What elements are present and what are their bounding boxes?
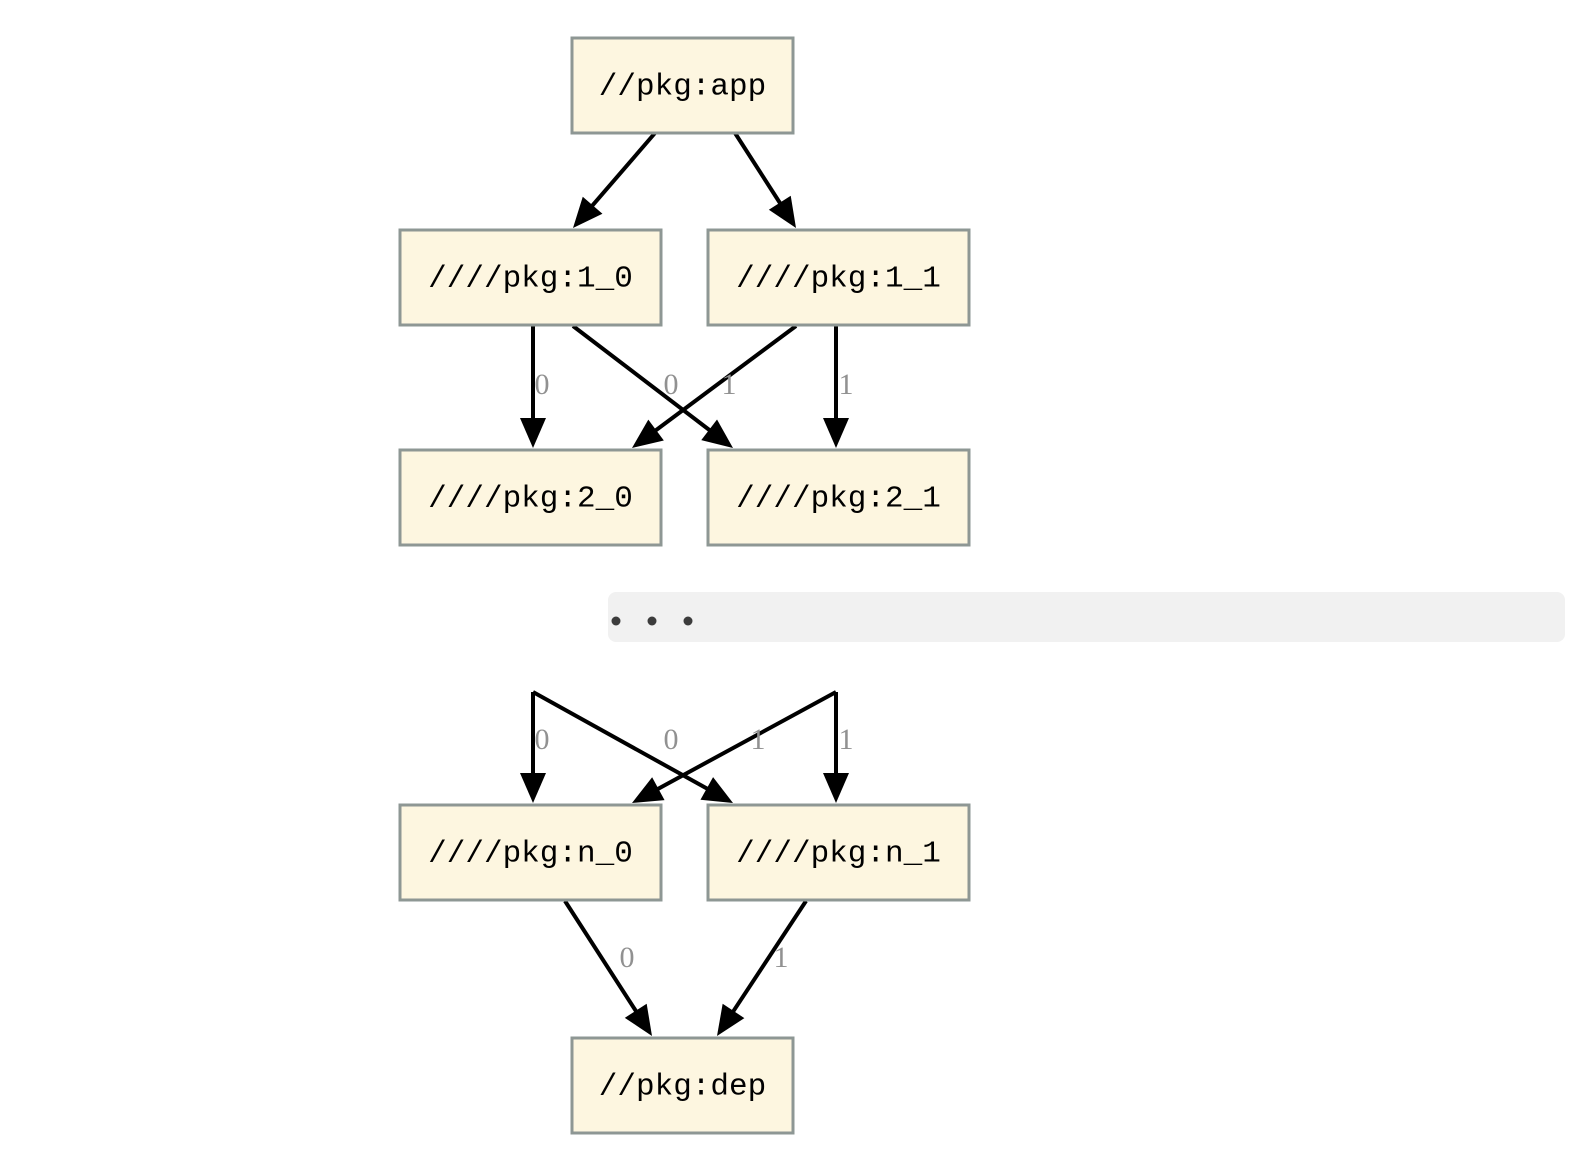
node-label: //pkg:dep	[599, 1070, 766, 1105]
node-box[interactable]	[706, 448, 971, 547]
edge-label: 0	[664, 368, 679, 401]
graph-node-n1_0[interactable]: ////pkg:1_0	[398, 228, 663, 327]
node-box[interactable]	[706, 803, 971, 902]
edges-layer: 0 0 1 1 0 0 1 1 0 1	[520, 131, 854, 1036]
graph-node-app[interactable]: //pkg:app	[570, 36, 795, 135]
edge-arrowhead-icon	[768, 195, 796, 228]
edge-label: 1	[722, 368, 737, 401]
edge-line	[653, 690, 837, 793]
graph-node-dep[interactable]: //pkg:dep	[570, 1036, 795, 1135]
node-box[interactable]	[398, 803, 663, 902]
graph-edge: 0	[520, 692, 550, 803]
node-label: ////pkg:2_0	[428, 482, 633, 517]
node-box[interactable]	[398, 228, 663, 327]
edge-label: 0	[535, 368, 550, 401]
graph-edge: 0	[563, 899, 652, 1036]
edge-line	[571, 324, 714, 434]
node-box[interactable]	[570, 1036, 795, 1135]
edge-label: 0	[535, 723, 550, 756]
edge-arrowhead-icon	[632, 777, 665, 803]
node-label: //pkg:app	[599, 70, 766, 105]
edge-arrowhead-icon	[823, 773, 849, 803]
edge-label: 0	[664, 723, 679, 756]
nodes-layer: //pkg:app ////pkg:1_0 ////pkg:1_1 ////pkg:2…	[398, 36, 971, 1135]
node-box[interactable]	[570, 36, 795, 135]
edge-arrowhead-icon	[717, 1003, 745, 1036]
edge-label: 1	[839, 368, 854, 401]
node-label: ////pkg:2_1	[736, 482, 941, 517]
graph-node-n2_1[interactable]: ////pkg:2_1	[706, 448, 971, 547]
graph-edge	[573, 131, 657, 228]
node-box[interactable]	[398, 448, 663, 547]
edge-label: 1	[774, 941, 789, 974]
graph-edge: 1	[823, 326, 854, 448]
ellipsis-band-group	[608, 592, 1565, 642]
graph-edge: 1	[717, 899, 808, 1036]
ellipsis-dot-icon	[683, 616, 693, 626]
edge-arrowhead-icon	[632, 419, 664, 448]
graph-edge: 0	[532, 690, 733, 803]
edge-arrowhead-icon	[520, 418, 546, 448]
graph-node-nn_0[interactable]: ////pkg:n_0	[398, 803, 663, 902]
node-label: ////pkg:1_1	[736, 262, 941, 297]
graph-edge	[733, 131, 796, 228]
edge-arrowhead-icon	[573, 196, 603, 228]
graph-node-n1_1[interactable]: ////pkg:1_1	[706, 228, 971, 327]
node-box[interactable]	[706, 228, 971, 327]
edge-line	[532, 690, 712, 793]
graph-node-n2_0[interactable]: ////pkg:2_0	[398, 448, 663, 547]
graph-edge: 1	[632, 690, 837, 803]
ellipsis-dot-icon	[611, 616, 621, 626]
edge-line	[733, 131, 784, 208]
graph-edge: 1	[632, 324, 798, 448]
graph-edge: 0	[571, 324, 733, 448]
edge-arrowhead-icon	[624, 1003, 652, 1036]
ellipsis-dot-icon	[647, 616, 657, 626]
edge-line	[651, 324, 798, 435]
edge-label: 0	[620, 941, 635, 974]
edge-label: 1	[751, 723, 766, 756]
graph-edge: 0	[520, 326, 550, 448]
ellipsis-band	[608, 592, 1565, 642]
edge-arrowhead-icon	[701, 419, 733, 448]
edge-arrowhead-icon	[520, 773, 546, 803]
edge-label: 1	[839, 723, 854, 756]
edge-arrowhead-icon	[700, 777, 733, 803]
edge-line	[729, 899, 808, 1016]
node-label: ////pkg:1_0	[428, 262, 633, 297]
graph-edge: 1	[823, 692, 854, 803]
node-label: ////pkg:n_1	[736, 837, 941, 872]
edge-line	[563, 899, 640, 1016]
edge-arrowhead-icon	[823, 418, 849, 448]
edge-line	[588, 131, 657, 210]
node-label: ////pkg:n_0	[428, 837, 633, 872]
graph-node-nn_1[interactable]: ////pkg:n_1	[706, 803, 971, 902]
